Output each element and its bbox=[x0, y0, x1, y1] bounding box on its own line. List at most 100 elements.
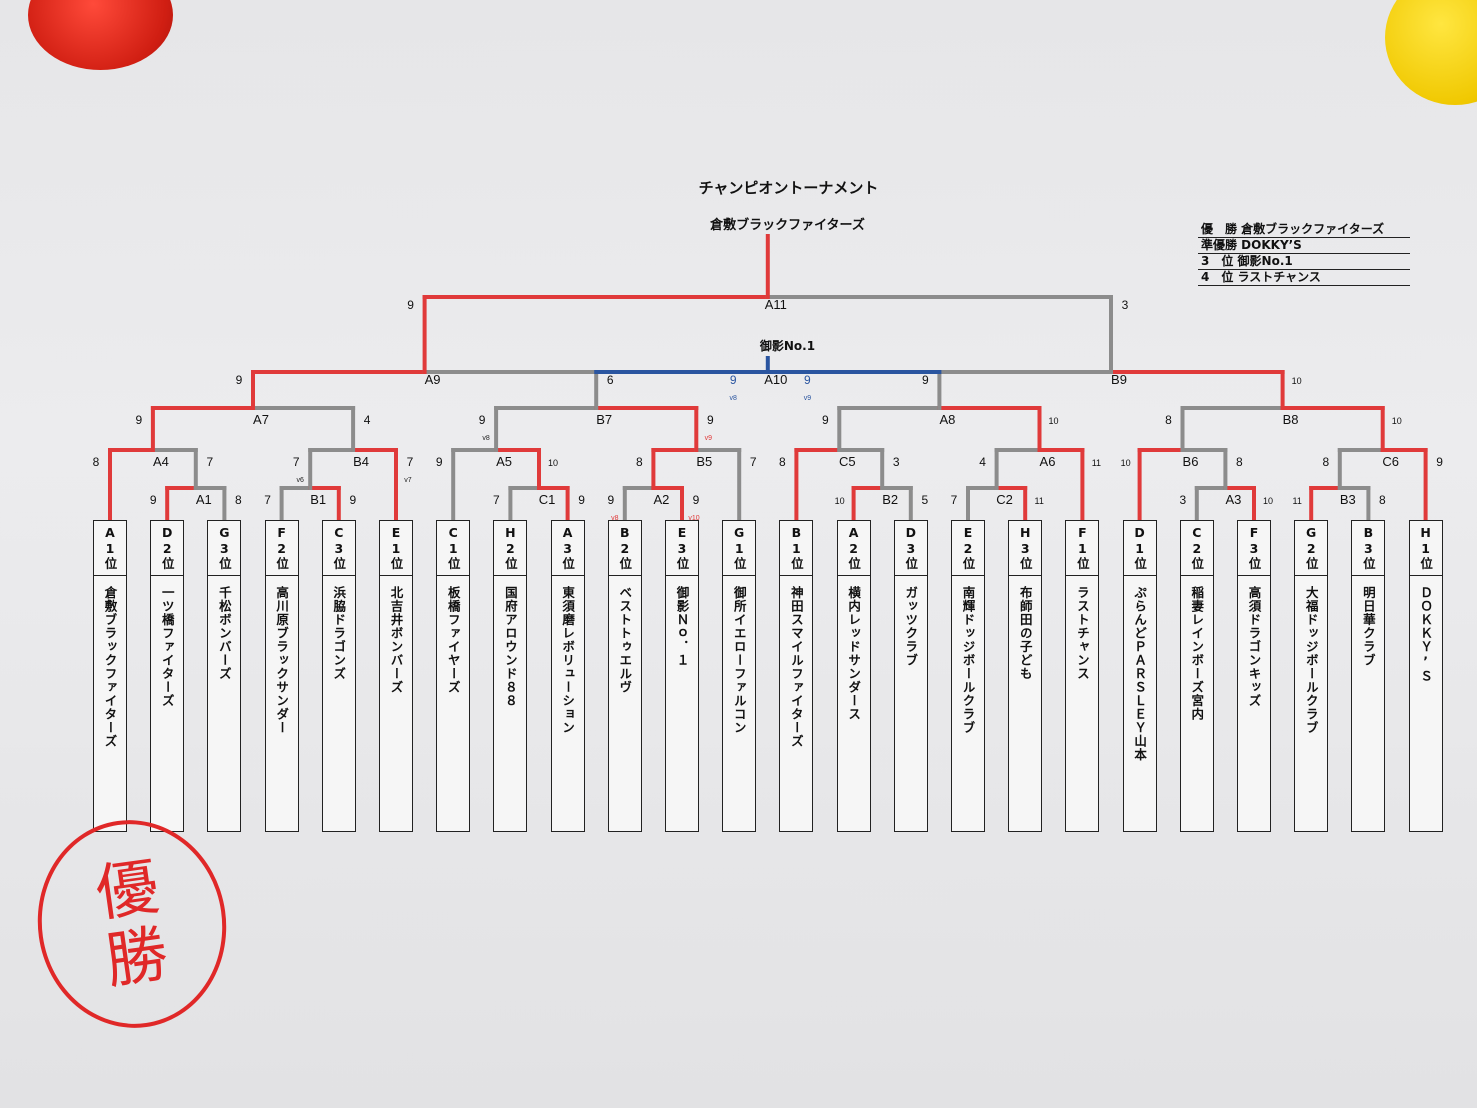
score-right: 7 bbox=[407, 455, 414, 469]
match-label: C2 bbox=[996, 492, 1013, 507]
score-left: 7 bbox=[293, 455, 300, 469]
score-left: 7 bbox=[951, 493, 958, 507]
score-left: 7 bbox=[264, 493, 271, 507]
score-right: 9 bbox=[349, 493, 356, 507]
score-right: 7 bbox=[206, 455, 213, 469]
team-name: 横内レッドサンダース bbox=[846, 585, 862, 721]
stamp-char-2: 勝 bbox=[100, 916, 173, 998]
match-label: B3 bbox=[1340, 492, 1356, 507]
score-left: 8 bbox=[93, 455, 100, 469]
third-place-label: 御影No.1 bbox=[759, 339, 816, 353]
team-box: D1位ぷらんどＰＡＲＳＬＥＹ山本 bbox=[1122, 520, 1157, 832]
match-label: B5 bbox=[696, 454, 712, 469]
score-left: 8 bbox=[779, 455, 786, 469]
team-box: B1位神田スマイルファイターズ bbox=[779, 520, 814, 832]
score-left: 10 bbox=[835, 496, 845, 506]
team-name: 北吉井ボンバーズ bbox=[388, 585, 404, 694]
team-box: B3位明日華クラブ bbox=[1351, 520, 1386, 832]
score-right: 11 bbox=[1035, 496, 1044, 506]
team-name: 御所イエローファルコン bbox=[731, 585, 747, 735]
team-seed: B3位 bbox=[1352, 521, 1385, 576]
legend-row-third: 3 位 御影No.1 bbox=[1198, 254, 1410, 270]
match-label: A10 bbox=[764, 372, 787, 387]
team-box: A2位横内レッドサンダース bbox=[836, 520, 871, 832]
stamp-char-1: 優 bbox=[91, 849, 163, 931]
team-seed: F3位 bbox=[1238, 521, 1270, 576]
team-name: ラストチャンス bbox=[1074, 585, 1090, 681]
team-seed: A2位 bbox=[837, 521, 870, 576]
team-name: ぷらんどＰＡＲＳＬＥＹ山本 bbox=[1132, 585, 1148, 762]
score-left: 8 bbox=[1165, 413, 1172, 427]
team-seed: D2位 bbox=[151, 521, 184, 576]
team-seed: D1位 bbox=[1123, 521, 1156, 576]
team-seed: E2位 bbox=[952, 521, 984, 576]
note-left: v6 bbox=[296, 477, 304, 484]
match-label: B2 bbox=[882, 492, 898, 507]
team-box: G3位千松ボンバーズ bbox=[207, 520, 242, 832]
legend-row-fourth: 4 位 ラストチャンス bbox=[1198, 270, 1410, 286]
team-name: 板橋ファイヤーズ bbox=[445, 585, 461, 694]
team-name: 明日華クラブ bbox=[1360, 585, 1376, 667]
team-box: E1位北吉井ボンバーズ bbox=[379, 520, 413, 832]
team-name: ガッツクラブ bbox=[903, 585, 919, 667]
team-seed: C3位 bbox=[322, 521, 355, 576]
score-right: 9 bbox=[804, 373, 811, 387]
match-label: A6 bbox=[1040, 454, 1056, 469]
note-left: v8 bbox=[611, 515, 619, 522]
team-box: H3位布師田の子ども bbox=[1008, 520, 1043, 832]
team-box: C2位稲妻レインボーズ宮内 bbox=[1179, 520, 1214, 832]
results-legend: 優 勝 倉敷ブラックファイターズ 準優勝 DOKKY’S 3 位 御影No.1 … bbox=[1198, 222, 1410, 286]
score-left: 9 bbox=[407, 298, 414, 312]
score-left: 9 bbox=[150, 493, 157, 507]
match-label: A3 bbox=[1225, 492, 1241, 507]
match-label: C5 bbox=[839, 454, 856, 469]
score-left: 9 bbox=[479, 413, 486, 427]
match-label: A8 bbox=[939, 412, 955, 427]
note-right: v9 bbox=[705, 435, 713, 442]
team-seed: F1位 bbox=[1066, 521, 1099, 576]
team-name: 国府アロウンド８８ bbox=[502, 585, 518, 708]
team-box: G1位御所イエローファルコン bbox=[722, 520, 757, 832]
team-seed: E1位 bbox=[380, 521, 412, 576]
team-box: E3位御影Ｎｏ．１ bbox=[665, 520, 699, 832]
note-left: v8 bbox=[729, 395, 737, 402]
score-left: 9 bbox=[730, 373, 737, 387]
score-right: 6 bbox=[607, 373, 614, 387]
match-label: A5 bbox=[496, 454, 512, 469]
team-box: G2位大福ドッジボールクラブ bbox=[1294, 520, 1329, 832]
team-name: ベストトゥエルヴ bbox=[617, 585, 633, 694]
score-right: 8 bbox=[1236, 455, 1243, 469]
team-seed: E3位 bbox=[666, 521, 698, 576]
team-seed: F2位 bbox=[265, 521, 298, 576]
score-right: 3 bbox=[893, 455, 900, 469]
score-left: 9 bbox=[922, 373, 929, 387]
score-right: 10 bbox=[1392, 416, 1402, 426]
team-seed: A1位 bbox=[94, 521, 126, 576]
team-seed: D3位 bbox=[894, 521, 927, 576]
score-right: 5 bbox=[921, 493, 928, 507]
score-right: 7 bbox=[750, 455, 757, 469]
score-right: 4 bbox=[364, 413, 371, 427]
legend-row-runner-up: 準優勝 DOKKY’S bbox=[1198, 238, 1410, 254]
team-name: 神田スマイルファイターズ bbox=[788, 585, 804, 748]
score-left: 9 bbox=[436, 455, 443, 469]
team-seed: H3位 bbox=[1009, 521, 1042, 576]
match-label: B9 bbox=[1111, 372, 1127, 387]
team-box: F2位高川原ブラックサンダー bbox=[264, 520, 299, 832]
team-box: D3位ガッツクラブ bbox=[893, 520, 928, 832]
match-label: A9 bbox=[425, 372, 441, 387]
team-box: E2位南輝ドッジボールクラブ bbox=[951, 520, 985, 832]
team-box: A3位東須磨レボリューション bbox=[550, 520, 585, 832]
team-name: 南輝ドッジボールクラブ bbox=[960, 585, 976, 735]
team-seed: H2位 bbox=[494, 521, 527, 576]
team-box: C3位浜脇ドラゴンズ bbox=[321, 520, 356, 832]
score-right: 11 bbox=[1092, 458, 1101, 468]
score-left: 10 bbox=[1121, 458, 1131, 468]
team-seed: B2位 bbox=[608, 521, 641, 576]
team-seed: G2位 bbox=[1295, 521, 1328, 576]
score-right: 10 bbox=[1263, 496, 1273, 506]
match-label: A2 bbox=[653, 492, 669, 507]
score-left: 3 bbox=[1179, 493, 1186, 507]
